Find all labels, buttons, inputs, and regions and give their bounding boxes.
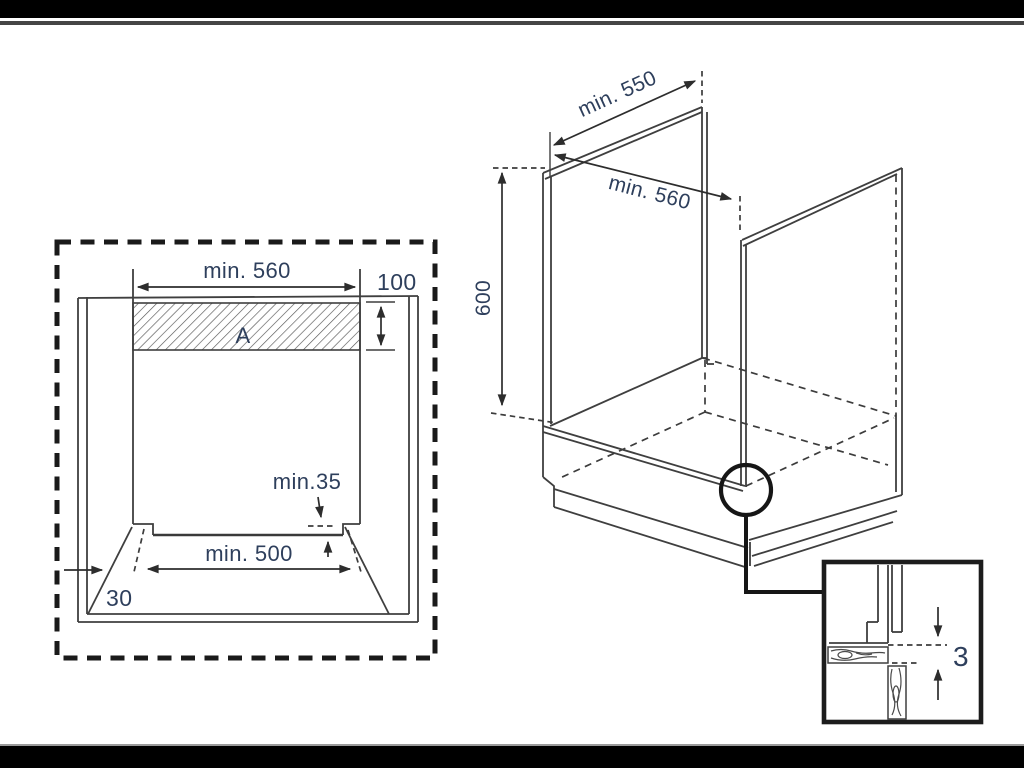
bottom-frame-bar [0,746,1024,768]
dashed-niche-border [54,239,438,661]
wood-section-horizontal [827,646,889,664]
base-unit [542,357,903,568]
plinth-inset-label: 30 [106,585,132,611]
right-side-panel [740,167,903,495]
dim-bottom-clearance: min.35 [273,469,341,557]
dim-strip-height: 100 [366,269,417,351]
floor-and-plinth [87,523,390,615]
bottom-rule-line [0,744,1024,746]
front-view-diagram: A min. 560 100 mi [54,239,438,661]
top-rule-line [0,21,1024,25]
strip-height-label: 100 [377,269,417,295]
left-side-panel [542,106,714,424]
dim-bottom-width: min. 500 [146,541,352,574]
dim-height-600: 600 [472,167,558,424]
dim-plinth-inset: 30 [64,565,132,611]
detail-circle [718,462,774,518]
bottom-clearance-label: min.35 [273,469,341,494]
bottom-width-label: min. 500 [205,541,293,566]
inner-depth-label: min. 560 [606,171,693,214]
height-label: 600 [472,280,495,316]
oven-frame-section [829,565,903,644]
strip-label: A [235,323,250,348]
gap-label: 3 [953,641,969,672]
wood-section-vertical [887,665,907,720]
top-width-label: min. 560 [203,258,291,283]
top-depth-label: min. 550 [574,66,660,122]
top-frame-bar [0,0,1024,18]
detail-inset: 3 [821,559,984,725]
detail-callout-line [744,516,823,594]
dim-top-width: min. 560 [136,258,357,292]
dim-gap-3: 3 [933,607,969,700]
isometric-view-diagram: 600 min. 550 min. 560 [472,66,984,725]
hatch-strip: A [132,302,361,351]
dim-inner-depth-560: min. 560 [553,153,741,233]
